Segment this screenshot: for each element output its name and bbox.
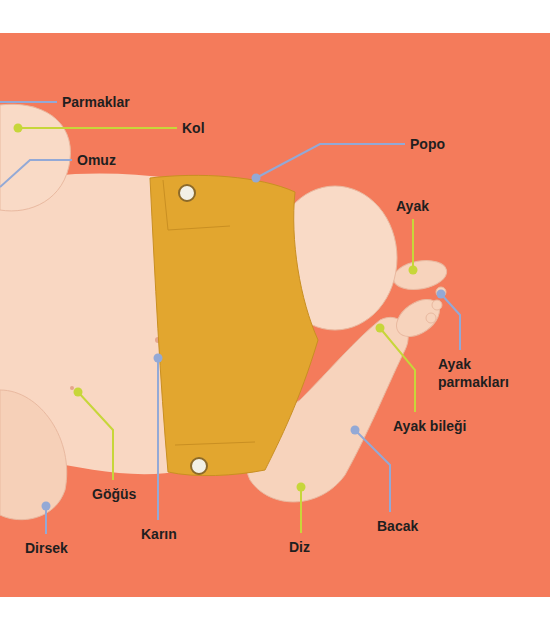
leader-dot bbox=[297, 483, 306, 492]
leader-dot bbox=[154, 354, 163, 363]
leader-line bbox=[0, 160, 72, 187]
diaper bbox=[150, 175, 318, 475]
toe bbox=[432, 300, 442, 310]
background bbox=[0, 33, 550, 597]
part-label: Dirsek bbox=[25, 539, 68, 557]
leader-line bbox=[412, 219, 414, 270]
diaper-seam bbox=[175, 442, 255, 445]
part-label: Omuz bbox=[77, 151, 116, 169]
part-label: Diz bbox=[289, 538, 310, 556]
leader-dot bbox=[252, 174, 261, 183]
part-label: Kol bbox=[182, 119, 205, 137]
leader-line bbox=[18, 127, 177, 129]
part-label: Karın bbox=[141, 525, 177, 543]
part-label: Ayak bbox=[396, 197, 429, 215]
diaper-seam bbox=[163, 180, 230, 230]
leader-dot bbox=[14, 124, 23, 133]
leader-line bbox=[441, 294, 460, 350]
leader-dot bbox=[74, 388, 83, 397]
leader-dot bbox=[42, 502, 51, 511]
leader-line bbox=[355, 430, 390, 512]
leader-dot bbox=[437, 290, 446, 299]
leader-dot bbox=[376, 324, 385, 333]
leader-line bbox=[380, 328, 415, 412]
snap-button bbox=[179, 185, 195, 201]
part-label: Göğüs bbox=[92, 485, 136, 503]
leader-dot bbox=[409, 266, 418, 275]
arm bbox=[0, 104, 70, 211]
foot bbox=[390, 292, 447, 344]
part-label: Bacak bbox=[377, 517, 418, 535]
leader-line bbox=[300, 487, 302, 533]
elbow bbox=[0, 390, 67, 520]
leader-dot bbox=[351, 426, 360, 435]
part-label: Ayak parmakları bbox=[438, 355, 520, 391]
snap-button bbox=[191, 458, 207, 474]
nipple bbox=[70, 386, 74, 390]
part-label: Parmaklar bbox=[62, 93, 130, 111]
toe bbox=[426, 313, 436, 323]
leader-line bbox=[256, 144, 405, 178]
leader-line bbox=[0, 101, 57, 103]
leader-line bbox=[78, 392, 113, 480]
part-label: Popo bbox=[410, 135, 445, 153]
leader-line bbox=[157, 358, 159, 520]
part-label: Ayak bileği bbox=[393, 417, 466, 435]
